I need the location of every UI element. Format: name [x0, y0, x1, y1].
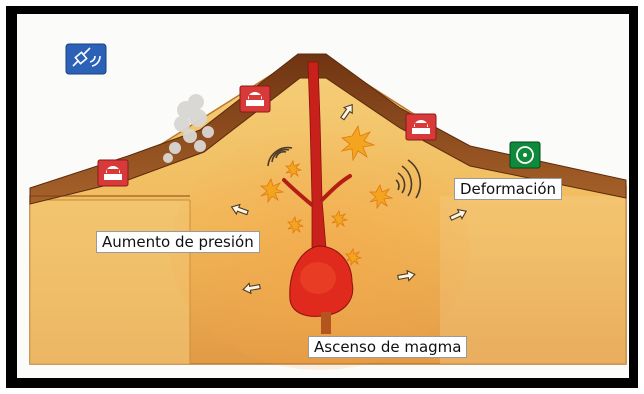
magma-dike-left	[282, 178, 314, 207]
gps-station-icon	[509, 141, 541, 169]
right-crust-block	[440, 196, 626, 364]
magma-dike-right	[320, 174, 352, 202]
volcano-cross-section	[29, 43, 627, 370]
label-magma-ascent: Ascenso de magma	[308, 336, 468, 358]
seismometer-icon	[405, 113, 437, 141]
label-pressure-increase: Aumento de presión	[96, 231, 260, 253]
label-deformation: Deformación	[454, 178, 563, 200]
seismometer-icon	[97, 159, 129, 187]
fumarole-plume	[163, 94, 214, 163]
surface-soil-layer	[29, 53, 627, 205]
pressure-arrow	[230, 103, 468, 295]
stress-burst-icon	[259, 124, 394, 267]
left-crust-block	[30, 200, 190, 364]
satellite-icon	[65, 43, 107, 75]
ground-wave-icon	[395, 159, 422, 199]
seismometer-icon	[239, 85, 271, 113]
volcano-diagram-panel: Aumento de presión Deformación Ascenso d…	[17, 14, 629, 378]
magma-feeder	[321, 312, 331, 334]
ground-wave-icon	[267, 146, 293, 167]
